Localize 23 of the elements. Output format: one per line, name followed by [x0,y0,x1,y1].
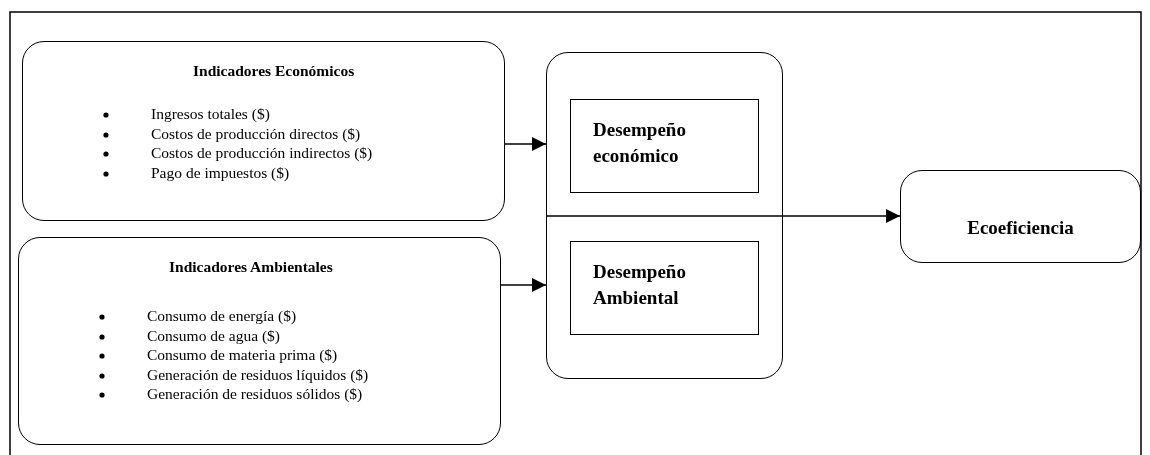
arrow [545,209,901,223]
indicator-item: Generación de residuos líquidos ($) [147,365,369,383]
indicator-box [22,41,505,221]
result-box [900,170,1141,263]
arrow [500,278,547,292]
box-heading: Indicadores Económicos [193,62,355,80]
indicator-item: Consumo de agua ($) [147,326,280,344]
box-label: Desempeño económico [593,119,686,166]
box-label: Desempeño Ambiental [593,261,686,308]
indicator-item: Costos de producción directos ($) [151,124,361,142]
performance-container [546,52,783,379]
indicator-item: Ingresos totales ($) [151,105,270,122]
indicator-box [18,237,501,445]
indicator-item: Costos de producción indirectos ($) [151,144,373,161]
box-label: Ecoeficiencia [967,216,1074,239]
box-heading: Indicadores Ambientales [169,258,333,276]
indicator-item: Consumo de materia prima ($) [147,346,338,363]
indicator-item: Consumo de energía ($) [147,307,297,324]
performance-box [570,99,759,193]
indicator-item: Pago de impuestos ($) [151,163,290,181]
arrow [504,137,547,151]
performance-box [570,241,759,335]
indicator-item: Generación de residuos sólidos ($) [147,385,363,402]
